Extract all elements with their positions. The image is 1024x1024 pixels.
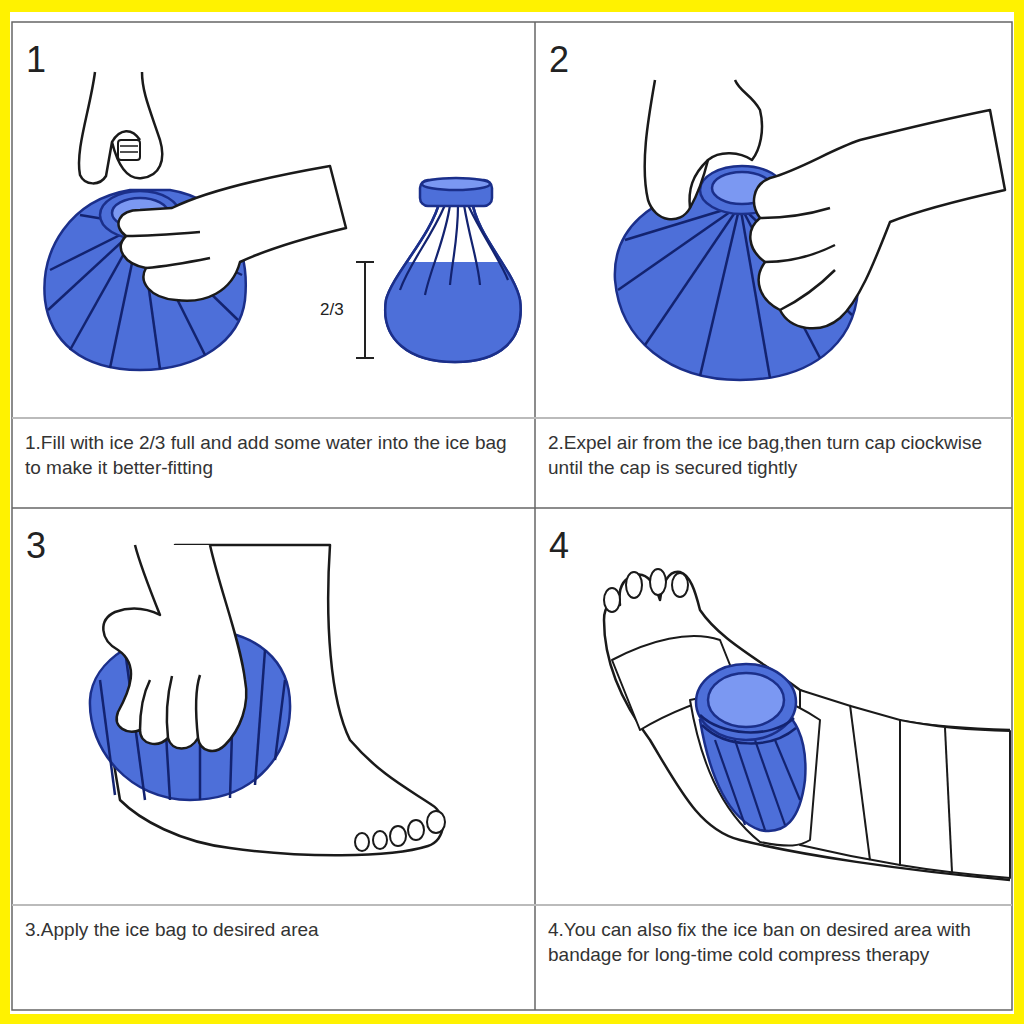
step-caption: 4.You can also fix the ice ban on desire…	[548, 917, 997, 967]
panel-grid	[12, 22, 1012, 1010]
step-caption: 3.Apply the ice bag to desired area	[25, 917, 520, 942]
caption-divider	[12, 418, 1012, 905]
step-number: 4	[549, 528, 569, 564]
hand	[645, 80, 1005, 328]
leg	[604, 569, 1010, 880]
dimension-bracket	[356, 262, 374, 358]
step-panel: 4 4.You can also fix the ice ban on desir…	[535, 508, 1012, 1010]
step-number: 3	[26, 528, 46, 564]
hand	[79, 72, 346, 301]
step-number: 1	[26, 42, 46, 78]
step-panel: 2 2.Expel air from the ice bag,then turn …	[535, 22, 1012, 508]
step-panel: 3 3.Apply the ice bag to desired area	[12, 508, 535, 1010]
step-panel: 1 1.Fill with ice 2/3 full and add some w…	[12, 22, 535, 508]
step-caption: 1.Fill with ice 2/3 full and add some wa…	[25, 430, 520, 480]
dimension-label: 2/3	[318, 300, 346, 320]
ice-bag	[696, 664, 805, 831]
step-caption: 2.Expel air from the ice bag,then turn c…	[548, 430, 997, 480]
filled-ice-bag	[385, 178, 520, 362]
step-number: 2	[549, 42, 569, 78]
page-ground	[10, 12, 1014, 1014]
hand	[103, 545, 246, 751]
bandage	[612, 636, 1010, 878]
